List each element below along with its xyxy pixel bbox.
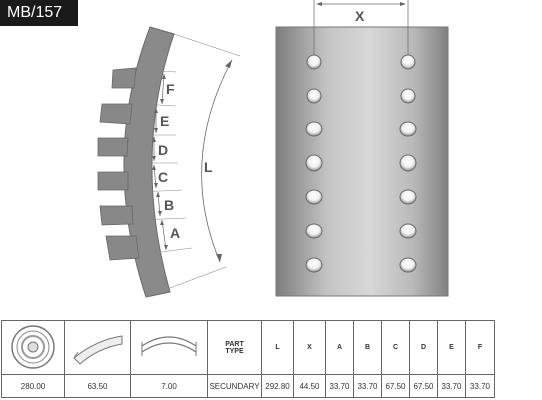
value-width: 63.50 (64, 374, 131, 398)
header-f: F (465, 320, 495, 375)
lining-side-view: L F E D C B A (97, 26, 241, 298)
value-x: 44.50 (293, 374, 326, 398)
lining-thickness-icon (141, 335, 197, 356)
lining-width-icon (72, 334, 122, 365)
c-label: C (158, 169, 168, 185)
f-label: F (166, 81, 175, 97)
header-c: C (381, 320, 410, 375)
spec-table: PART TYPE L X A B C D E F 280.00 63.50 7… (1, 320, 495, 398)
e-label: E (160, 113, 169, 129)
d-label: D (158, 142, 168, 158)
value-l: 292.80 (261, 374, 294, 398)
header-e: E (437, 320, 466, 375)
header-x: X (293, 320, 326, 375)
header-d: D (409, 320, 438, 375)
value-diameter: 280.00 (1, 374, 65, 398)
value-e: 33.70 (437, 374, 466, 398)
header-a: A (325, 320, 354, 375)
x-label: X (355, 8, 365, 24)
drum-icon-cell (1, 320, 65, 375)
lining-face-view: X (275, 0, 449, 297)
part-number-badge: MB/157 (0, 0, 78, 26)
lining-face (275, 26, 449, 297)
rivet-holes (305, 54, 417, 273)
l-dimension-arc (201, 59, 233, 263)
value-f: 33.70 (465, 374, 495, 398)
value-d: 67.50 (409, 374, 438, 398)
lining-thickness-icon-cell (130, 320, 208, 375)
value-b: 33.70 (353, 374, 382, 398)
b-label: B (164, 197, 174, 213)
drum-icon (11, 324, 55, 369)
value-a: 33.70 (325, 374, 354, 398)
l-label: L (204, 159, 213, 175)
a-label: A (170, 225, 180, 241)
header-l: L (261, 320, 294, 375)
value-c: 67.50 (381, 374, 410, 398)
header-b: B (353, 320, 382, 375)
part-type-header: PART TYPE (207, 320, 262, 375)
lining-width-icon-cell (64, 320, 131, 375)
lining-segments (97, 67, 140, 261)
value-thickness: 7.00 (130, 374, 208, 398)
value-part-type: SECUNDARY (207, 374, 262, 398)
